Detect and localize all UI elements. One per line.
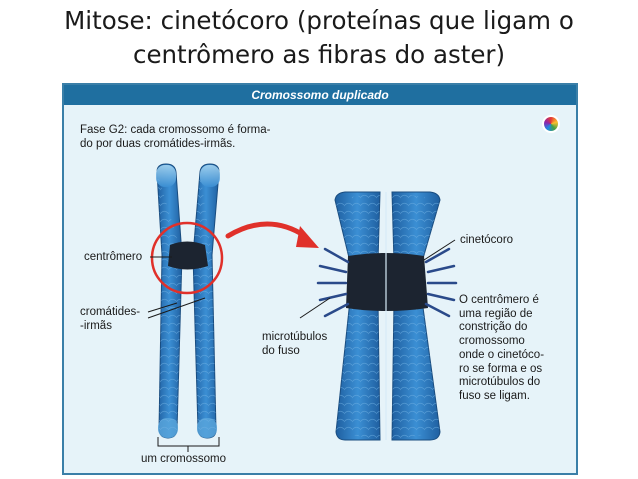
fase-g2-text: Fase G2: cada cromossomo é forma- do por… [80, 124, 271, 150]
slide-title-line-2: centrômero as fibras do aster) [132, 40, 506, 69]
microtubulos-do-fuso-label: microtúbulos do fuso [262, 331, 328, 357]
microtubulos-leader [299, 297, 331, 319]
duplicated-chromosome [150, 163, 224, 439]
cinetocoro-label: cinetócoro [460, 234, 514, 246]
spindle-microtubules [316, 247, 458, 318]
zoom-arrow [225, 221, 308, 239]
panel-header: Cromossomo duplicado [64, 85, 576, 105]
cromatides-leader-1 [147, 302, 178, 313]
zoom-arrow-head [296, 226, 319, 248]
centromero-description: O centrômero é uma região de constrição … [459, 294, 545, 402]
kinetochore [346, 253, 428, 311]
centromere [168, 241, 208, 270]
enlarged-chromosome [316, 191, 458, 441]
figure-panel: Cromossomo duplicado [62, 83, 578, 475]
color-wheel-icon [542, 115, 560, 133]
slide-title: Mitose: cinetócoro (proteínas que ligam … [0, 4, 638, 72]
cromatides-leader-2 [147, 297, 206, 319]
slide-title-line-1: Mitose: cinetócoro (proteínas que ligam … [64, 6, 574, 35]
um-cromossomo-label: um cromossomo [141, 453, 226, 465]
cromatides-irmas-label: cromátides- -irmãs [80, 306, 141, 332]
cinetocoro-leader [423, 239, 456, 261]
centromero-label: centrômero [84, 251, 143, 263]
centromere-highlight-circle [150, 221, 224, 295]
